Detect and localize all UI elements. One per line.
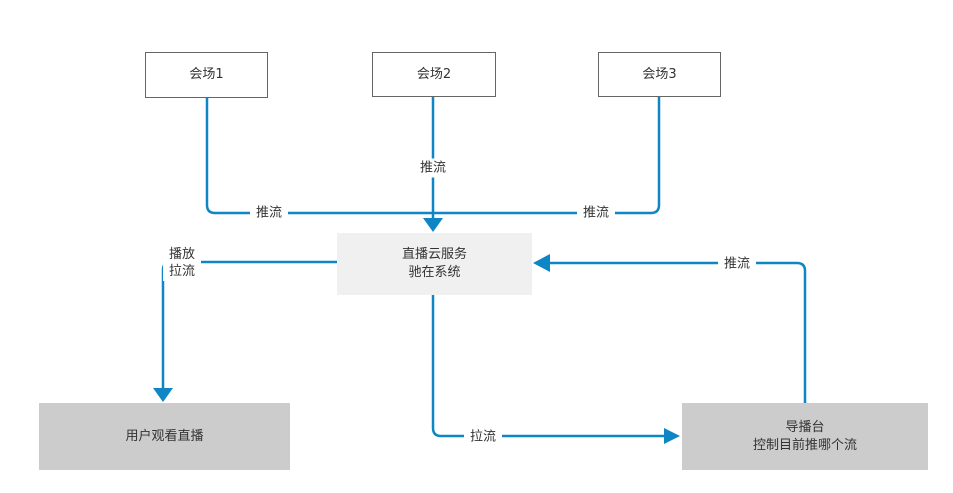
edge-cloud-to-viewers	[161, 260, 337, 389]
edge-label-push-far-right: 推流	[717, 254, 757, 274]
node-viewers: 用户观看直播	[39, 403, 290, 470]
arrowhead-into-viewers-top	[153, 388, 173, 402]
edge-label-play-line1: 播放	[168, 247, 196, 262]
node-director-console: 导播台 控制目前推哪个流	[682, 403, 928, 470]
edge-label-push-right: 推流	[576, 203, 616, 223]
arrowhead-into-cloud-right	[533, 254, 550, 272]
node-live-cloud-service-line1: 直播云服务	[401, 247, 467, 262]
edge-label-pull-bottom: 拉流	[463, 427, 503, 447]
node-venue1-label: 会场1	[189, 67, 224, 82]
node-venue1: 会场1	[145, 52, 268, 98]
arrowhead-into-director-left	[664, 428, 680, 444]
node-director-console-line2: 控制目前推哪个流	[752, 437, 857, 453]
arrowhead-into-cloud-top	[423, 218, 443, 232]
edge-director-to-cloud	[549, 261, 807, 403]
edge-cloud-to-director	[431, 295, 665, 438]
edge-label-push-left: 推流	[249, 203, 289, 223]
node-venue3: 会场3	[598, 52, 721, 97]
edge-label-push-mid: 推流	[413, 158, 453, 178]
edge-label-play-line2: 拉流	[168, 264, 196, 279]
node-live-cloud-service: 直播云服务 驰在系统	[337, 233, 532, 295]
node-venue2: 会场2	[372, 52, 496, 97]
node-venue2-label: 会场2	[416, 66, 452, 82]
node-viewers-label: 用户观看直播	[125, 428, 204, 444]
node-live-cloud-service-line2: 驰在系统	[408, 265, 461, 280]
node-venue3-label: 会场3	[642, 66, 677, 82]
node-director-console-line1: 导播台	[785, 419, 825, 435]
edge-label-play-pull: 播放 拉流	[162, 245, 202, 281]
